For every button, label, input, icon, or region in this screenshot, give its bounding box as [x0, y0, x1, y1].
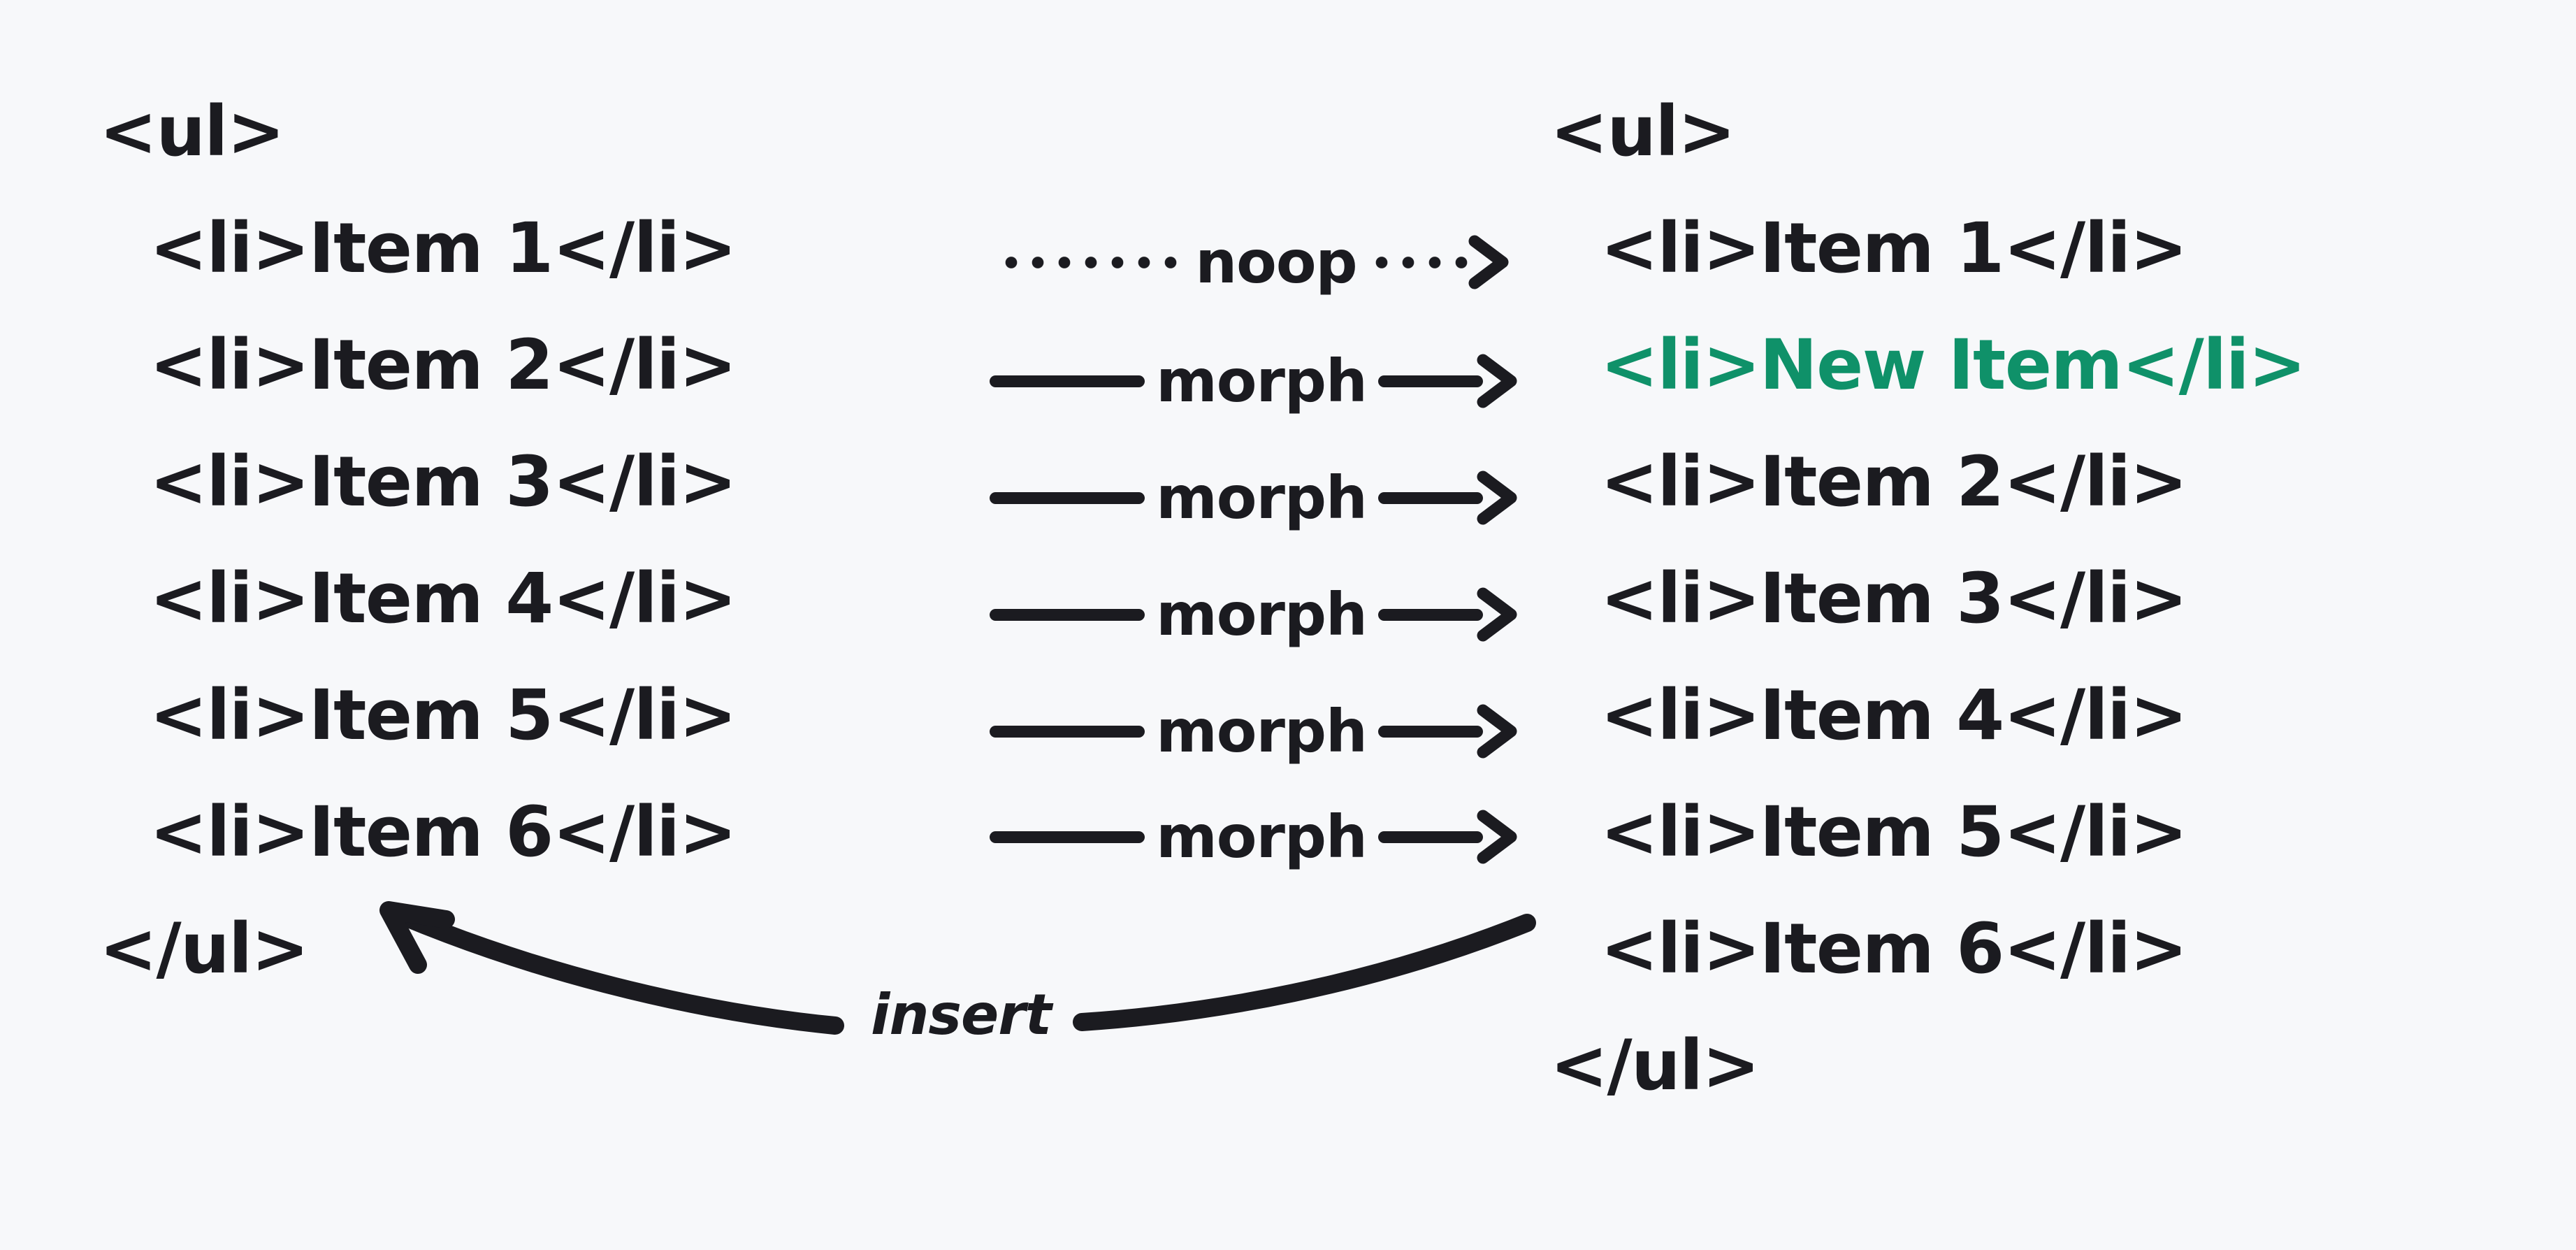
before-line: <ul> [99, 92, 285, 172]
arrow-shaft-left [990, 831, 1145, 843]
arrow-shaft-right [1377, 831, 1483, 843]
arrow-shaft-left [990, 375, 1145, 387]
operation-label: noop [1195, 228, 1357, 296]
operation-arrow-morph: morph [945, 573, 1525, 656]
insert-curve-right [1073, 914, 1536, 1031]
operation-label: morph [1156, 697, 1368, 766]
after-line: <ul> [1550, 92, 1736, 172]
operation-arrow-morph: morph [945, 689, 1525, 773]
after-line: <li>Item 3</li> [1600, 559, 2188, 639]
arrow-shaft-right [1368, 256, 1475, 268]
before-line: <li>Item 6</li> [150, 792, 737, 872]
arrow-shaft-left [998, 256, 1185, 268]
arrow-shaft-left [990, 491, 1145, 504]
arrow-shaft-right [1377, 608, 1483, 621]
after-markup-column: <ul> <li>Item 1</li> <li>New Item</li> <li>… [1550, 73, 2306, 1124]
operation-label: morph [1156, 580, 1368, 649]
operation-arrow-morph: morph [945, 795, 1525, 879]
arrow-shaft-right [1377, 725, 1483, 738]
operation-label: morph [1156, 347, 1368, 415]
before-line: <li>Item 4</li> [150, 559, 737, 639]
operation-arrow-morph: morph [945, 339, 1525, 423]
operation-arrow-noop: noop [945, 220, 1525, 304]
after-line: </ul> [1550, 1026, 1760, 1106]
after-line: <li>Item 2</li> [1600, 442, 2188, 522]
arrow-shaft-right [1377, 375, 1483, 387]
after-line: <li>Item 6</li> [1600, 909, 2188, 989]
arrow-shaft-left [990, 608, 1145, 621]
arrow-shaft-left [990, 725, 1145, 738]
before-line: <li>Item 5</li> [150, 675, 737, 756]
operation-label: morph [1156, 464, 1368, 532]
after-line: <li>Item 1</li> [1600, 208, 2188, 289]
before-line: <li>Item 1</li> [150, 208, 737, 289]
before-line: <li>Item 3</li> [150, 442, 737, 522]
before-line: </ul> [99, 909, 309, 989]
operation-label: morph [1156, 803, 1368, 871]
arrow-shaft-right [1377, 491, 1483, 504]
insert-label: insert [871, 982, 1052, 1047]
after-line: <li>Item 4</li> [1600, 675, 2188, 756]
operation-arrow-morph: morph [945, 456, 1525, 540]
before-line: <li>Item 2</li> [150, 325, 737, 405]
after-line: <li>Item 5</li> [1600, 792, 2188, 872]
after-line: <li>New Item</li> [1600, 325, 2306, 405]
before-markup-column: <ul> <li>Item 1</li> <li>Item 2</li> <li>It… [99, 73, 737, 1007]
